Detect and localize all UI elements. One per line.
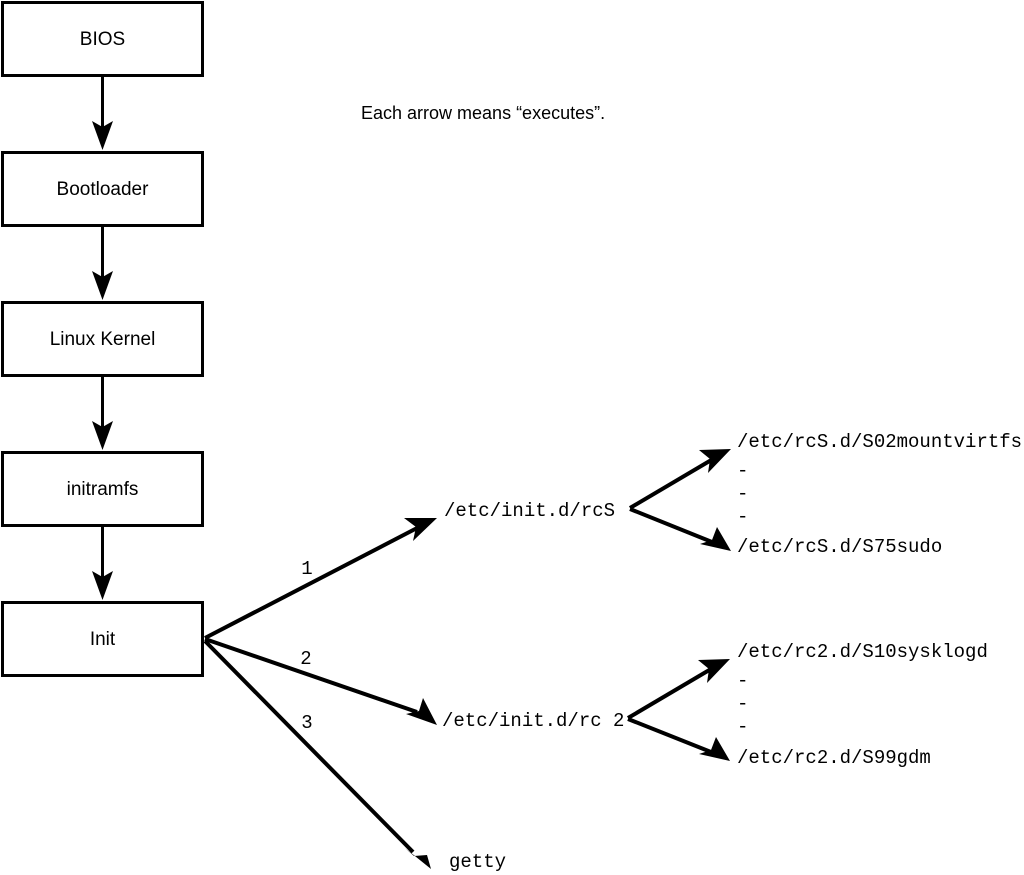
branch-label-rc2: /etc/init.d/rc 2 (442, 710, 624, 732)
arrow-head (404, 518, 437, 541)
linux-kernel-box-label: Linux Kernel (50, 329, 156, 350)
rc2-ellipsis-dash-3: - (737, 716, 748, 738)
arrow-shaft (204, 525, 420, 640)
fork-arrow-rcs-last (629, 507, 731, 551)
arrow-head (699, 449, 731, 473)
rcs-ellipsis-dash-3: - (737, 506, 748, 528)
bios-box-rect (1, 1, 204, 77)
arrow-head (406, 698, 437, 725)
branch-arrow-3 (203, 639, 431, 869)
arrow-head (700, 527, 731, 551)
arrow-kernel-to-initramfs (92, 376, 113, 450)
branch-arrow-2 (204, 637, 437, 725)
branch-number-1: 1 (301, 558, 312, 580)
arrow-head (699, 737, 730, 761)
stage-box-initramfs[interactable]: initramfs (1, 451, 204, 527)
diagram-caption: Each arrow means “executes”. (361, 103, 605, 123)
arrow-bootloader-to-kernel (92, 226, 113, 300)
bootloader-box-rect (1, 151, 204, 227)
arrow-shaft (627, 717, 712, 754)
arrow-bios-to-bootloader (92, 76, 113, 150)
rc2-script-first: /etc/rc2.d/S10sysklogd (737, 641, 988, 663)
arrow-head (92, 121, 113, 150)
fork-arrow-rc2-last (627, 717, 730, 761)
rcs-ellipsis-dash-2: - (737, 483, 748, 505)
stage-box-bios[interactable]: BIOS (1, 1, 204, 77)
fork-arrow-rc2-first (626, 659, 730, 720)
branch-arrow-1 (204, 518, 437, 640)
branch-label-getty: getty (449, 851, 506, 873)
linux-kernel-box-rect (1, 301, 204, 377)
rcs-script-last: /etc/rcS.d/S75sudo (737, 536, 942, 558)
branch-number-2: 2 (300, 648, 311, 670)
arrow-shaft (629, 507, 713, 544)
rc2-ellipsis-dash-2: - (737, 693, 748, 715)
branch-label-rcs: /etc/init.d/rcS (444, 500, 615, 522)
arrow-initramfs-to-init (92, 526, 113, 600)
arrow-head (405, 848, 431, 869)
fork-arrow-rcs-first (628, 449, 731, 510)
init-box-rect (1, 601, 204, 677)
bios-box-label: BIOS (80, 29, 125, 50)
arrow-shaft (626, 667, 713, 720)
arrow-head (92, 571, 113, 600)
arrow-shaft (204, 637, 418, 714)
rcs-ellipsis-dash-1: - (737, 460, 748, 482)
rc2-script-last: /etc/rc2.d/S99gdm (737, 747, 931, 769)
arrow-shaft (628, 457, 715, 510)
stage-box-init[interactable]: Init (1, 601, 204, 677)
stage-box-bootloader[interactable]: Bootloader (1, 151, 204, 227)
arrow-head (92, 271, 113, 300)
initramfs-box-label: initramfs (67, 479, 139, 500)
branch-number-3: 3 (301, 712, 312, 734)
initramfs-box-rect (1, 451, 204, 527)
rc2-ellipsis-dash-1: - (737, 670, 748, 692)
stage-box-linux-kernel[interactable]: Linux Kernel (1, 301, 204, 377)
arrow-shaft (203, 639, 415, 854)
arrow-head (698, 659, 730, 683)
bootloader-box-label: Bootloader (57, 179, 150, 200)
init-box-label: Init (90, 629, 116, 650)
arrow-head (92, 421, 113, 450)
rcs-script-first: /etc/rcS.d/S02mountvirtfs (737, 431, 1022, 453)
